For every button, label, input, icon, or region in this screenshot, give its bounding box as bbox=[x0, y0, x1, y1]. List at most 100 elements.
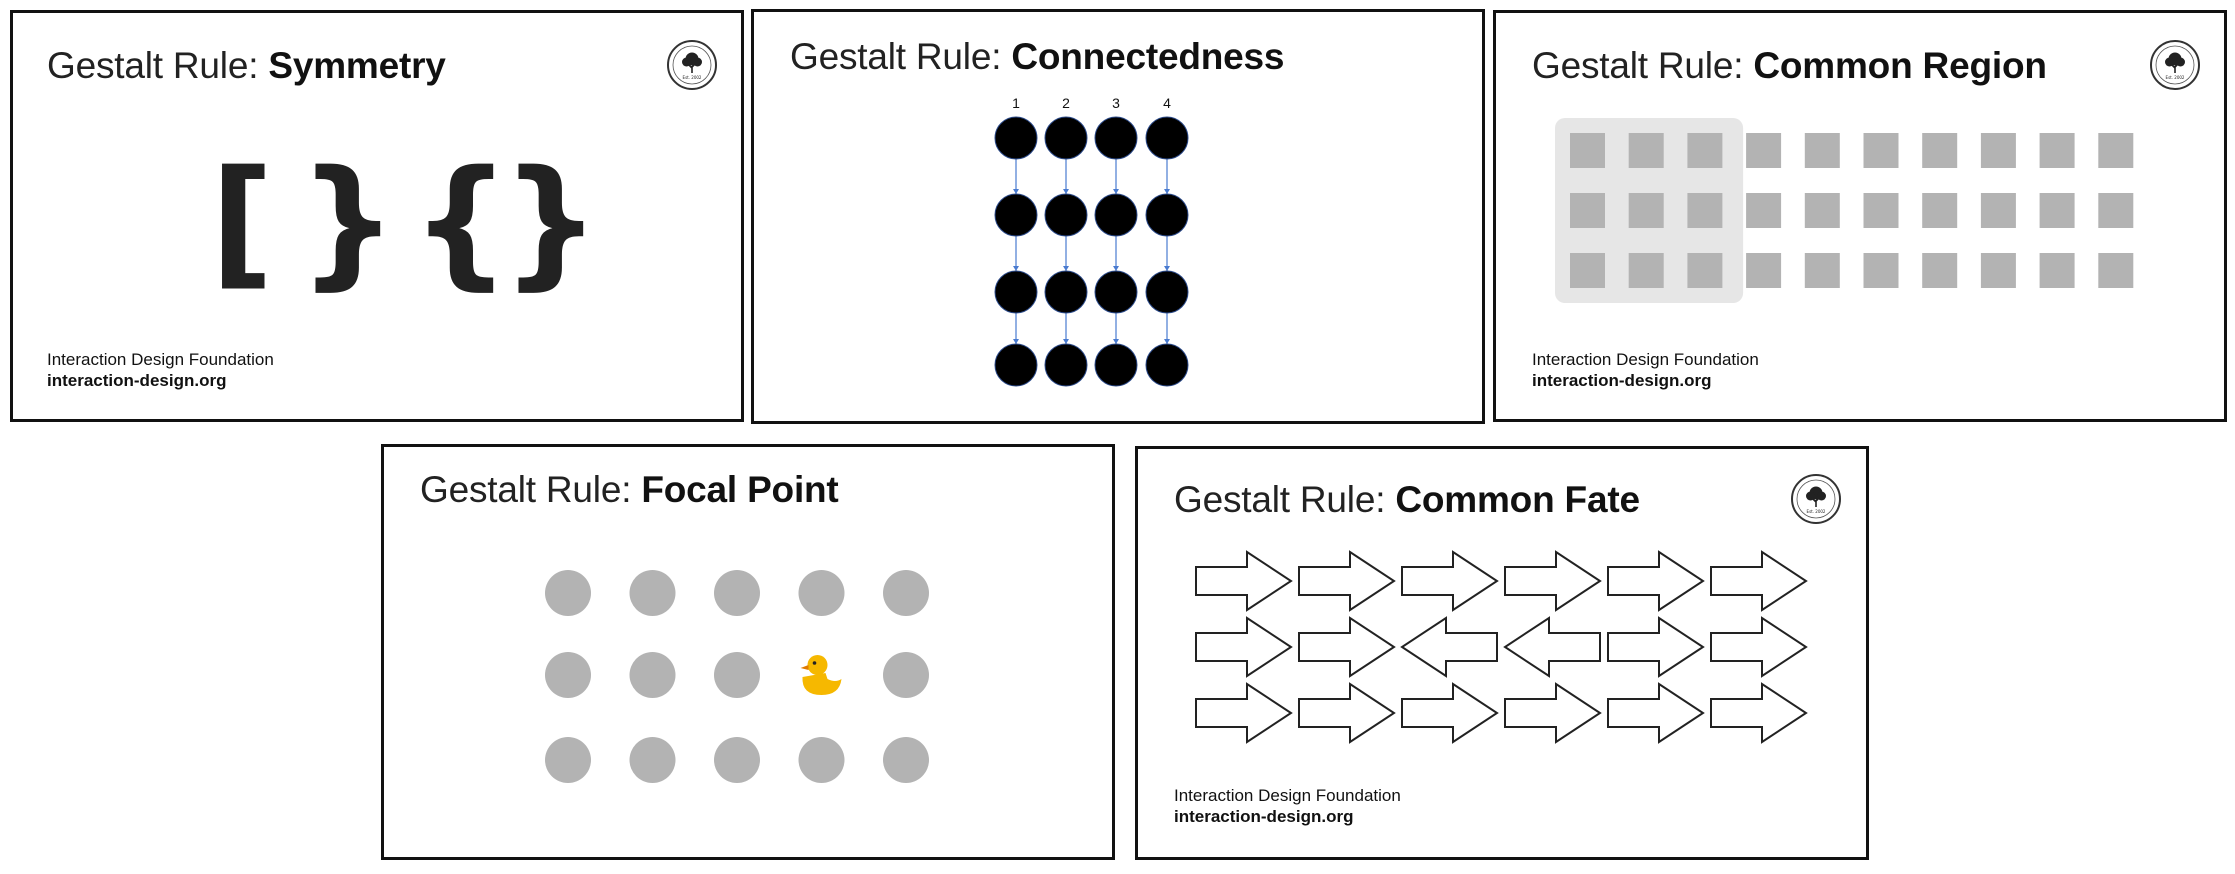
gray-circle bbox=[798, 570, 845, 616]
gray-square bbox=[1687, 133, 1723, 168]
footer-url: interaction-design.org bbox=[47, 371, 227, 390]
arrow-right-icon bbox=[1504, 550, 1602, 612]
connector-arrowhead bbox=[1013, 339, 1019, 344]
gray-square bbox=[2098, 133, 2134, 168]
gray-circle bbox=[545, 737, 591, 783]
footer-url: interaction-design.org bbox=[1174, 807, 1354, 826]
gray-circle bbox=[714, 737, 760, 783]
arrow-right-icon bbox=[1504, 682, 1602, 744]
gray-square bbox=[1746, 253, 1782, 288]
footer: Interaction Design Foundation interactio… bbox=[47, 349, 274, 391]
node-circle bbox=[1094, 270, 1138, 314]
card-connectedness: Gestalt Rule: Connectedness 1 2 3 4 bbox=[751, 9, 1485, 424]
gray-circle bbox=[883, 652, 929, 698]
gray-circle bbox=[545, 570, 591, 616]
gray-square bbox=[1746, 133, 1782, 168]
gray-circle bbox=[798, 737, 845, 783]
gray-square bbox=[2039, 193, 2075, 228]
connector-arrowhead bbox=[1063, 189, 1069, 194]
duck-icon bbox=[800, 655, 842, 695]
tree-seal-icon: Est. 2002 bbox=[1791, 474, 1841, 524]
card-title: Gestalt Rule: Focal Point bbox=[420, 469, 839, 510]
connector-arrowhead bbox=[1013, 266, 1019, 271]
gray-circle bbox=[545, 652, 591, 698]
footer-org: Interaction Design Foundation bbox=[1532, 350, 1759, 369]
connector-arrowhead bbox=[1113, 189, 1119, 194]
arrow-left-icon bbox=[1400, 616, 1498, 678]
node-circle bbox=[1145, 343, 1189, 387]
connector-arrowhead bbox=[1113, 266, 1119, 271]
gray-square bbox=[1980, 253, 2016, 288]
gray-square bbox=[1687, 253, 1723, 288]
card-title: Gestalt Rule: Common Fate bbox=[1174, 479, 1640, 520]
arrow-right-icon bbox=[1195, 616, 1293, 678]
gray-square bbox=[1804, 253, 1840, 288]
gray-square bbox=[2098, 253, 2134, 288]
gray-square bbox=[2039, 253, 2075, 288]
gray-circle bbox=[629, 737, 676, 783]
arrow-right-icon bbox=[1401, 550, 1499, 612]
column-label: 2 bbox=[1062, 95, 1070, 111]
rule-name: Common Region bbox=[1753, 45, 2047, 86]
card-title: Gestalt Rule: Symmetry bbox=[47, 45, 446, 86]
rule-name: Focal Point bbox=[641, 469, 839, 510]
brace-glyph: { bbox=[411, 141, 511, 304]
column-label: 3 bbox=[1112, 95, 1120, 111]
footer-org: Interaction Design Foundation bbox=[47, 350, 274, 369]
gray-circle bbox=[629, 652, 676, 698]
seal-text: Est. 2002 bbox=[1807, 509, 1826, 514]
node-circle bbox=[1094, 343, 1138, 387]
gray-square bbox=[1980, 193, 2016, 228]
footer-org: Interaction Design Foundation bbox=[1174, 786, 1401, 805]
node-circle bbox=[1145, 193, 1189, 237]
column-label: 1 bbox=[1012, 95, 1020, 111]
gray-circle bbox=[714, 652, 760, 698]
connector-arrowhead bbox=[1164, 339, 1170, 344]
gray-circle bbox=[883, 570, 929, 616]
brace-glyph: } bbox=[501, 141, 601, 304]
card-symmetry: Gestalt Rule: Symmetry Est. 2002 [ } { }… bbox=[10, 10, 744, 422]
node-circle bbox=[994, 270, 1038, 314]
gray-square bbox=[1746, 193, 1782, 228]
arrow-left-icon bbox=[1503, 616, 1601, 678]
arrow-right-icon bbox=[1195, 550, 1293, 612]
connector-arrowhead bbox=[1063, 339, 1069, 344]
gray-square bbox=[1863, 193, 1899, 228]
connector-arrowhead bbox=[1164, 266, 1170, 271]
node-circle bbox=[1094, 193, 1138, 237]
gray-square bbox=[1863, 133, 1899, 168]
common-region-diagram bbox=[1555, 118, 2134, 303]
arrow-right-icon bbox=[1607, 616, 1705, 678]
arrow-right-icon bbox=[1607, 682, 1705, 744]
card-title: Gestalt Rule: Common Region bbox=[1532, 45, 2047, 86]
gray-square bbox=[2098, 193, 2134, 228]
node-circle bbox=[994, 116, 1038, 160]
column-label: 4 bbox=[1163, 95, 1171, 111]
connector-arrowhead bbox=[1063, 266, 1069, 271]
node-circle bbox=[1044, 193, 1088, 237]
card-title: Gestalt Rule: Connectedness bbox=[790, 36, 1285, 77]
connector-arrowhead bbox=[1113, 339, 1119, 344]
node-circle bbox=[1044, 270, 1088, 314]
focal-point-diagram bbox=[545, 570, 929, 783]
node-circle bbox=[1044, 343, 1088, 387]
gray-square bbox=[1687, 193, 1723, 228]
rule-name: Symmetry bbox=[268, 45, 446, 86]
seal-text: Est. 2002 bbox=[2166, 75, 2185, 80]
arrow-right-icon bbox=[1195, 682, 1293, 744]
gray-square bbox=[1628, 253, 1664, 288]
gray-circle bbox=[714, 570, 760, 616]
footer: Interaction Design Foundation interactio… bbox=[1174, 785, 1401, 827]
gray-square bbox=[1980, 133, 2016, 168]
node-circle bbox=[994, 193, 1038, 237]
gray-square bbox=[1628, 133, 1664, 168]
node-circle bbox=[994, 343, 1038, 387]
card-focal-point: Gestalt Rule: Focal Point bbox=[381, 444, 1115, 860]
arrow-right-icon bbox=[1710, 616, 1808, 678]
gray-square bbox=[1922, 193, 1958, 228]
gray-square bbox=[1570, 193, 1605, 228]
arrow-right-icon bbox=[1401, 682, 1499, 744]
gray-square bbox=[1863, 253, 1899, 288]
gray-square bbox=[2039, 133, 2075, 168]
node-circle bbox=[1094, 116, 1138, 160]
